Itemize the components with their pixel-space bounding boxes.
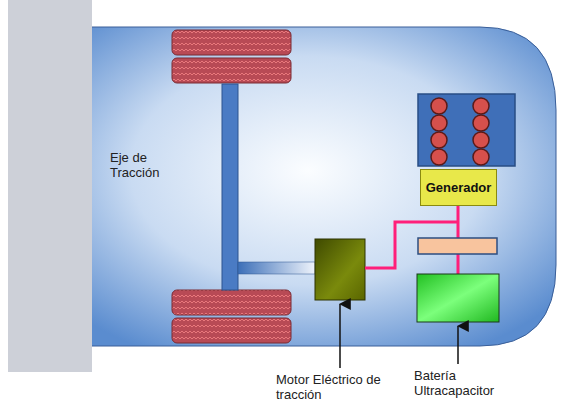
motor-symbol	[315, 239, 365, 300]
battery-symbol	[417, 274, 499, 322]
generator-box: Generador	[420, 169, 498, 206]
vehicle-body	[60, 27, 556, 346]
tire	[172, 318, 291, 343]
axle-label: Eje de Tracción	[110, 150, 188, 180]
engine-cylinders	[431, 98, 489, 165]
tire	[172, 58, 291, 83]
leader-arrow	[457, 326, 459, 364]
engine-block	[418, 94, 515, 166]
node-label: Generador	[426, 180, 492, 195]
converter-symbol	[418, 238, 497, 254]
leader-arrow	[339, 304, 341, 368]
battery-label: Batería Ultracapacitor	[414, 368, 510, 398]
tire	[172, 290, 291, 315]
tires	[172, 30, 291, 343]
drive-shaft	[238, 262, 315, 274]
motor-label: Motor Eléctrico de tracción	[276, 372, 384, 402]
side-panel	[8, 0, 92, 372]
tire	[172, 30, 291, 55]
axle	[222, 84, 238, 290]
